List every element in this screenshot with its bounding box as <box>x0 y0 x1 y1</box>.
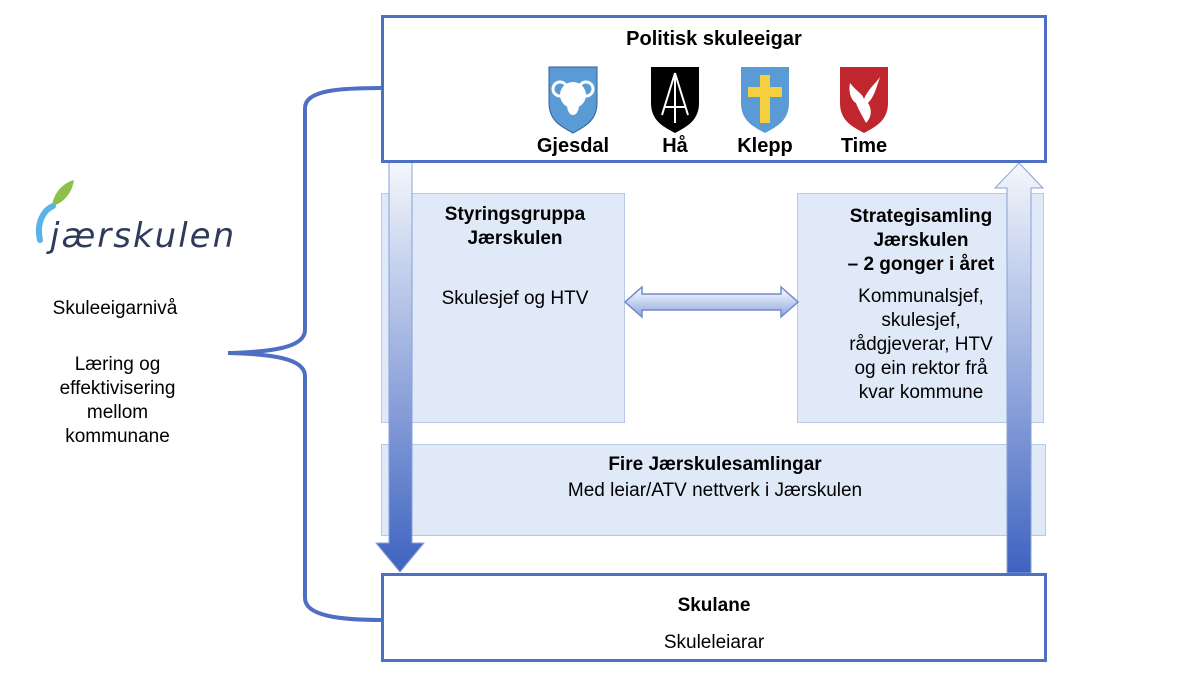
strategy-member-line: kvar kommune <box>858 382 984 403</box>
gatherings-panel <box>381 444 1046 536</box>
steering-group-title: Styringsgruppa Jærskulen <box>415 203 615 251</box>
strategy-member-line: skulesjef, <box>881 310 961 331</box>
time-crest-icon <box>840 67 888 133</box>
logo-text: jærskulen <box>50 216 237 256</box>
municipality-name-gjesdal: Gjesdal <box>536 135 610 157</box>
strategy-member-line: rådgjeverar, HTV <box>849 334 993 355</box>
strategy-member-line: Kommunalsjef, <box>858 286 984 307</box>
schools-title: Skulane <box>677 595 751 616</box>
strategy-title-line1: Strategisamling <box>849 206 993 227</box>
logo: jærskulen <box>22 178 234 258</box>
strategy-title: Strategisamling Jærskulen – 2 gonger i å… <box>812 205 1030 277</box>
level-label: Skuleeigarnivå <box>52 298 178 319</box>
steering-group-panel <box>381 193 625 423</box>
strategy-member-line: og ein rektor frå <box>854 358 988 379</box>
scope-brace <box>227 86 383 622</box>
strategy-title-line2: Jærskulen <box>873 230 969 251</box>
crests <box>548 66 888 134</box>
gjesdal-crest-icon <box>548 66 598 134</box>
down-arrow <box>374 161 426 573</box>
municipality-name-ha: Hå <box>662 135 688 157</box>
ha-crest-icon <box>651 67 699 133</box>
up-arrow <box>993 162 1045 574</box>
municipality-name-klepp: Klepp <box>737 135 793 157</box>
owner-title: Politisk skuleeigar <box>626 28 802 50</box>
owner-box: Politisk skuleeigar Gjesdal Hå Klepp Tim… <box>381 15 1047 163</box>
steering-group-members: Skulesjef og HTV <box>441 288 589 309</box>
level-description: Læring og effektivisering mellom kommuna… <box>59 354 176 447</box>
steering-group-title-line1: Styringsgruppa <box>444 204 586 225</box>
gatherings-subtitle: Med leiar/ATV nettverk i Jærskulen <box>567 480 863 501</box>
strategy-members: Kommunalsjef, skulesjef, rådgjeverar, HT… <box>812 285 1030 405</box>
klepp-crest-icon <box>741 67 789 133</box>
strategy-title-line3: – 2 gonger i året <box>847 254 995 275</box>
schools-box: Skulane Skuleleiarar <box>381 573 1047 662</box>
steering-group-title-line2: Jærskulen <box>467 228 563 249</box>
double-arrow <box>623 285 800 319</box>
municipality-name-time: Time <box>840 135 888 157</box>
gatherings-title: Fire Jærskulesamlingar <box>608 454 822 475</box>
strategy-panel <box>797 193 1044 423</box>
leaf-icon <box>36 180 74 243</box>
schools-subtitle: Skuleleiarar <box>663 632 765 653</box>
